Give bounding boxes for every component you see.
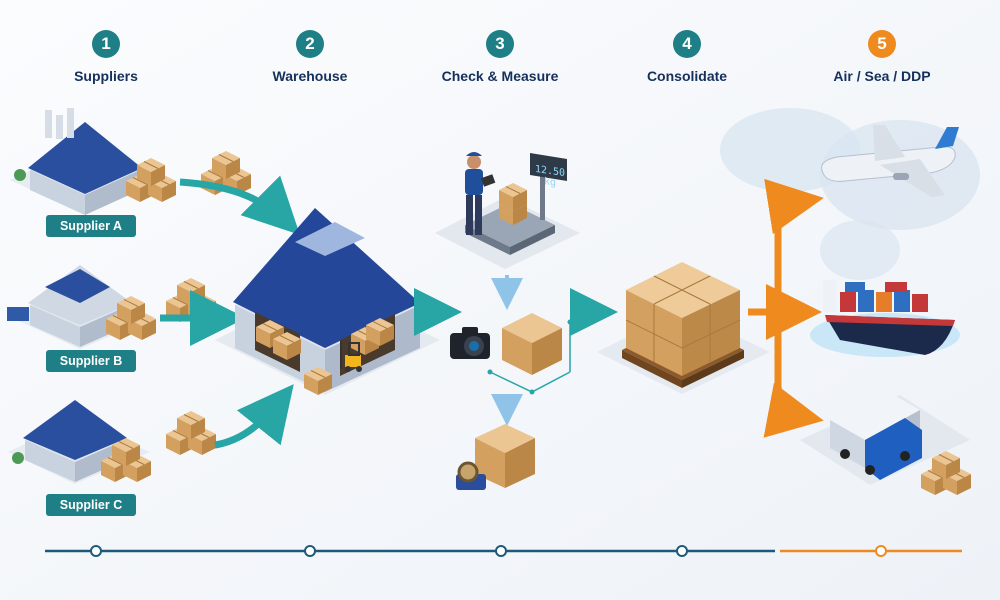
supplier-b-label: Supplier B: [46, 350, 136, 372]
step-3-header: 3 Check & Measure: [400, 30, 600, 84]
step-1-header: 1 Suppliers: [6, 30, 206, 84]
airplane-icon: [821, 125, 959, 197]
step-1-title: Suppliers: [74, 68, 138, 84]
step-2-title: Warehouse: [272, 68, 348, 84]
step-4-title: Consolidate: [646, 68, 728, 84]
worker-icon: [465, 152, 496, 235]
step-5-number: 5: [868, 30, 896, 58]
tape-icon: [456, 461, 486, 490]
scale-readout: 12.50 kg: [534, 163, 566, 189]
step-3-number: 3: [486, 30, 514, 58]
factory-icon: [7, 265, 155, 349]
forklift-icon: [340, 341, 362, 372]
step-2-number: 2: [296, 30, 324, 58]
supplier-a-label: Supplier A: [46, 215, 136, 237]
step-4-header: 4 Consolidate: [587, 30, 787, 84]
step-5-title: Air / Sea / DDP: [833, 68, 931, 84]
cargo-ship-icon: [810, 280, 960, 357]
supplier-c-label: Supplier C: [46, 494, 136, 516]
camera-icon: [450, 327, 490, 359]
step-1-number: 1: [92, 30, 120, 58]
step-5-header: 5 Air / Sea / DDP: [782, 30, 982, 84]
truck-icon: [800, 390, 970, 485]
timeline: [45, 545, 962, 557]
pallet-icon: [597, 262, 770, 394]
step-2-header: 2 Warehouse: [210, 30, 410, 84]
step-3-title: Check & Measure: [441, 68, 559, 84]
step-4-number: 4: [673, 30, 701, 58]
